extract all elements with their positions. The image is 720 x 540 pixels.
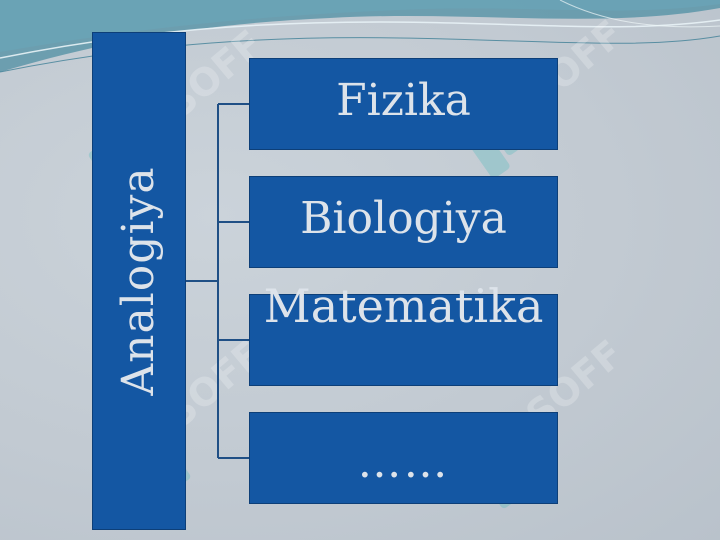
- child-node-matematika: Matematika: [249, 283, 558, 386]
- child-node-label: Matematika: [263, 279, 544, 333]
- child-node-label: Biologiya: [300, 193, 507, 244]
- root-node: Analogiya: [92, 32, 186, 530]
- child-node-label: ……: [357, 437, 450, 488]
- child-node-ellipsis: ……: [249, 412, 558, 504]
- child-node-label: Fizika: [336, 75, 471, 126]
- child-node-biologiya: Biologiya: [249, 176, 558, 268]
- child-node-fizika: Fizika: [249, 58, 558, 150]
- root-node-label: Analogiya: [113, 166, 164, 396]
